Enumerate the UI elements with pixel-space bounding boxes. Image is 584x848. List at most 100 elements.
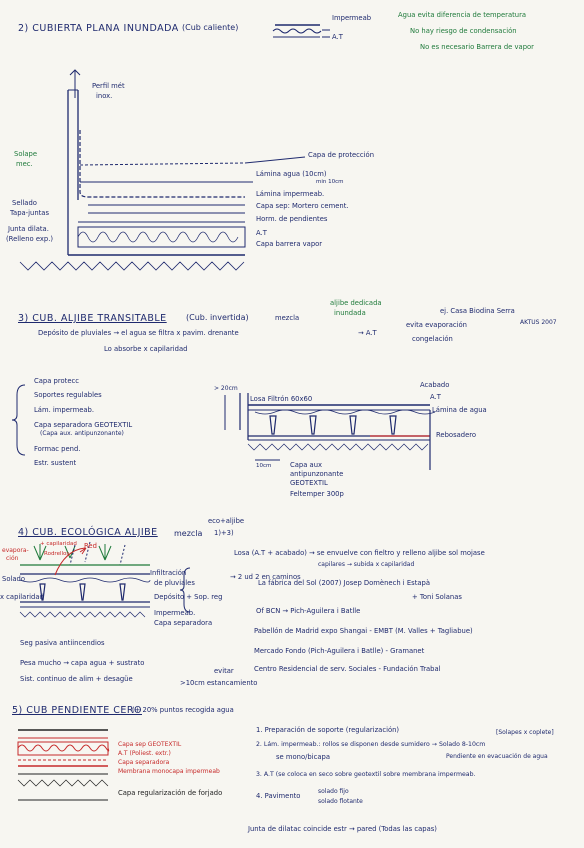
section3-estanc: >10cm estancamiento <box>180 679 258 687</box>
section3-r5: Pabellón de Madrid expo Shangai - EMBT (… <box>254 627 473 635</box>
section2-list-2: Lám. impermeab. <box>34 406 95 414</box>
section3-imperm: Impermeab. <box>154 609 196 617</box>
section2-note-top-2: inundada <box>334 309 366 317</box>
section3-sketch <box>19 541 191 618</box>
section4-solapes: [Solapes x coplete] <box>496 729 554 736</box>
section3-infiltr-1: Infiltración <box>150 569 187 577</box>
section2-list-3: Capa separadora GEOTEXTIL <box>34 421 133 429</box>
section2-acabado: Acabado <box>420 381 450 389</box>
section2-congel: congelación <box>412 335 453 343</box>
section2-title: 3) CUB. ALJIBE TRANSITABLE <box>18 313 167 324</box>
section3-deposito: Depósito + Sop. reg <box>154 593 223 601</box>
section4-subtitle: (+ 20% puntos recogida agua <box>132 706 234 714</box>
section2-aktus: AKTUS 2007 <box>520 319 557 326</box>
section3-title: 4) CUB. ECOLÓGICA ALJIBE <box>18 527 158 538</box>
section4-step2b: se mono/bicapa <box>276 753 331 761</box>
section3-pesa: Pesa mucho → capa agua + sustrato <box>20 659 145 667</box>
section1-subtitle: (Cub caliente) <box>182 23 239 32</box>
section2-mezcla: mezcla <box>275 314 300 322</box>
section4-red-1: Capa sep GEOTEXTIL <box>118 741 182 748</box>
section2-dim-10: 10cm <box>256 463 272 469</box>
section3-sist: Sist. continuo de alim + desagüe <box>20 675 133 683</box>
label-capa-sep: Capa sep: Mortero cement. <box>256 202 349 210</box>
section3-seg: Seg pasiva antiincendios <box>20 639 105 647</box>
sellado-label-1: Sellado <box>12 199 37 207</box>
section3-r3: La fábrica del Sol (2007) Josep Domènech… <box>258 579 431 587</box>
section4-step2c: Pendiente en evacuación de agua <box>446 753 548 760</box>
section2-capa-aux-3: GEOTEXTIL <box>290 479 328 487</box>
inox-label: inox. <box>96 92 113 100</box>
section3-mezcla-sub: 1)+3) <box>214 529 234 537</box>
green-note-1: Agua evita diferencia de temperatura <box>398 11 527 19</box>
section4-red-3: Capa separadora <box>118 759 170 766</box>
section2-list-4: (Capa aux. antipunzonante) <box>40 430 124 437</box>
junta-label-2: (Relleno exp.) <box>6 235 54 243</box>
section3-capilar: x capilaridad <box>0 593 44 601</box>
section4-step3: 3. A.T (se coloca en seco sobre geotexti… <box>256 771 476 778</box>
section3-infiltr-2: de pluviales <box>154 579 195 587</box>
section4-step4a: solado fijo <box>318 788 349 795</box>
section2-capa-aux-4: Feltemper 300p <box>290 490 344 498</box>
label-impermeab: Lámina impermeab. <box>256 190 325 198</box>
section2-capa-aux-1: Capa aux <box>290 461 323 469</box>
section2-at: A.T <box>430 393 441 401</box>
section2-rebosadero: Rebosadero <box>436 431 477 439</box>
section4-step4b: solado flotante <box>318 798 363 805</box>
perfil-label: Perfil mét <box>92 82 125 90</box>
label-lamina-agua-min: min 10cm <box>316 179 344 185</box>
section3-mezcla-sup: eco+aljibe <box>208 517 245 525</box>
section4-step1: 1. Preparación de soporte (regularizació… <box>256 726 400 734</box>
section4-red-4: Membrana monocapa impermeab <box>118 768 220 775</box>
section2-sketch <box>11 384 436 470</box>
section4-step4: 4. Pavimento <box>256 792 301 800</box>
key-at: A.T <box>332 33 343 41</box>
section3-flecha-2: Rodrellos <box>44 551 70 557</box>
section1-sketch <box>19 24 330 271</box>
section3-r1: Losa (A.T + acabado) → se envuelve con f… <box>234 549 485 557</box>
section2-line2: Lo absorbe x capilaridad <box>104 345 188 353</box>
label-lamina-agua: Lámina agua (10cm) <box>256 170 327 178</box>
section4-sketch <box>17 729 110 801</box>
section4-red-2: A.T (Poliest. extr.) <box>118 750 171 757</box>
section2-list-6: Estr. sustent <box>34 459 77 467</box>
section3-mezcla: mezcla <box>174 529 203 538</box>
solape-label-1: Solape <box>14 150 38 158</box>
section3-capa-sep: Capa separadora <box>154 619 213 627</box>
section3-evap-2: ción <box>6 555 19 562</box>
section2-list-0: Capa protecc <box>34 377 79 385</box>
green-note-2: No hay riesgo de condensación <box>410 27 517 35</box>
label-proteccion: Capa de protección <box>308 151 375 159</box>
section2-lamina: Lámina de agua <box>432 406 487 414</box>
section3-solado: Solado <box>2 575 25 583</box>
section3-evap-1: evapora- <box>2 547 29 554</box>
section3-r2: → 2 ud 2 en caminos <box>230 573 301 581</box>
section3-red: Red <box>84 542 97 550</box>
section2-subtitle: (Cub. invertida) <box>186 313 249 322</box>
section4-title: 5) CUB PENDIENTE CERO <box>12 705 142 716</box>
label-barrera: Capa barrera vapor <box>256 240 323 248</box>
green-note-3: No es necesario Barrera de vapor <box>420 43 534 51</box>
section2-list-5: Formac pend. <box>34 445 81 453</box>
label-at: A.T <box>256 229 267 237</box>
section4-step2: 2. Lám. impermeab.: rollos se disponen d… <box>256 741 486 748</box>
section3-evitar: evitar <box>214 667 234 675</box>
sellado-label-2: Tapa-juntas <box>10 209 49 217</box>
section2-ej: ej. Casa Biodina Serra <box>440 307 515 315</box>
junta-label-1: Junta dilata. <box>8 225 49 233</box>
label-hormigon: Horm. de pendientes <box>256 215 328 223</box>
section3-r3b: + Toni Solanas <box>412 593 462 601</box>
key-imperm: Impermeab <box>332 14 372 22</box>
section2-evita: evita evaporación <box>406 321 467 329</box>
section2-arrow-at: → A.T <box>358 329 377 337</box>
section3-r1b: capilares → subida x capilaridad <box>318 561 415 568</box>
section4-junta: Junta de dilatac coincide estr → pared (… <box>248 825 437 833</box>
section3-r7: Centro Residencial de serv. Sociales - F… <box>254 665 441 673</box>
section2-losa: Losa Filtrón 60x60 <box>250 395 313 403</box>
section2-dim-20: > 20cm <box>214 385 238 392</box>
section2-note-top-1: aljibe dedicada <box>330 299 382 307</box>
section3-r4: Of BCN → Pich-Aguilera i Batlle <box>256 607 361 615</box>
section4-capa-reg: Capa regularización de forjado <box>118 789 223 797</box>
solape-label-2: mec. <box>16 160 33 168</box>
